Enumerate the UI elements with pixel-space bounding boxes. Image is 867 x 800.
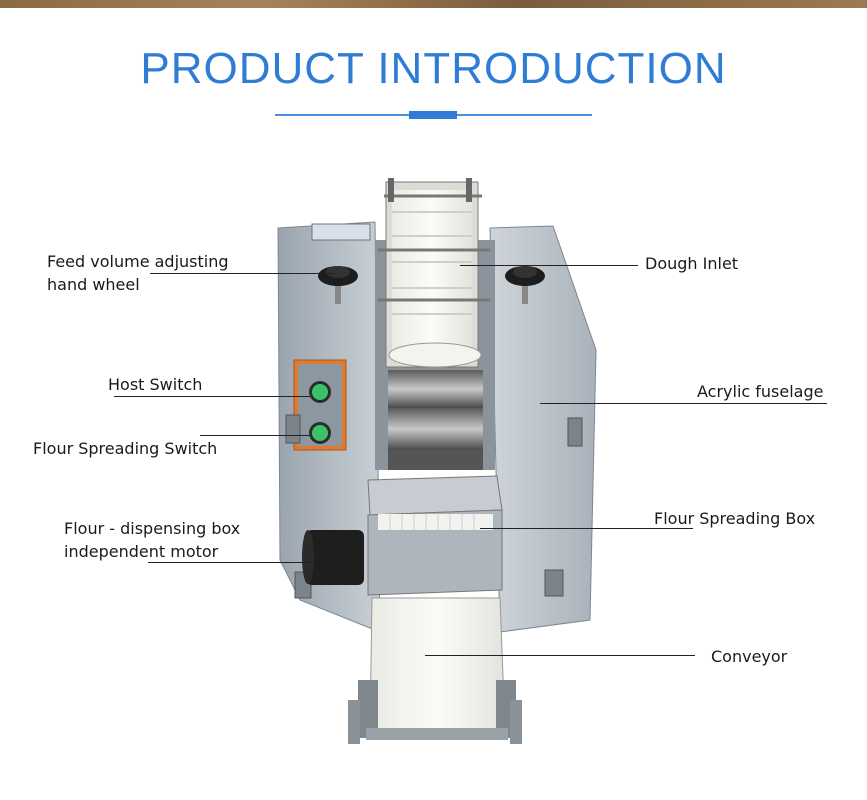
label-flour-spreading-box: Flour Spreading Box bbox=[654, 509, 816, 528]
label-host-switch: Host Switch bbox=[108, 375, 203, 394]
leader-host-switch bbox=[114, 396, 310, 397]
switch-panel bbox=[293, 359, 347, 451]
label-motor-line1: Flour - dispensing box bbox=[64, 519, 241, 538]
output-conveyor bbox=[348, 597, 522, 744]
label-motor-line2: independent motor bbox=[64, 542, 219, 561]
flour-spreading-box bbox=[367, 475, 503, 596]
leader-flour-box bbox=[480, 528, 693, 529]
dispensing-motor bbox=[302, 530, 364, 585]
leader-acrylic bbox=[540, 403, 827, 404]
label-flour-spreading-switch: Flour Spreading Switch bbox=[33, 439, 218, 458]
pressing-rollers bbox=[388, 370, 483, 470]
label-feed-wheel-line2: hand wheel bbox=[47, 275, 140, 294]
leader-flour-switch bbox=[200, 435, 310, 436]
leader-feed-wheel bbox=[150, 273, 335, 274]
leader-motor bbox=[148, 562, 313, 563]
page-title: PRODUCT INTRODUCTION bbox=[140, 44, 727, 93]
label-feed-wheel-line1: Feed volume adjusting bbox=[47, 252, 229, 271]
label-motor: Flour - dispensing box independent motor bbox=[64, 517, 240, 563]
dough-inlet-conveyor bbox=[378, 178, 490, 368]
leader-conveyor bbox=[425, 655, 695, 656]
hand-wheel-left bbox=[318, 266, 358, 304]
hand-wheel-right bbox=[505, 266, 545, 304]
label-feed-wheel: Feed volume adjusting hand wheel bbox=[47, 250, 229, 296]
leader-dough-inlet bbox=[460, 265, 638, 266]
title-underline-accent bbox=[409, 111, 457, 119]
top-wood-strip bbox=[0, 0, 867, 8]
label-acrylic-fuselage: Acrylic fuselage bbox=[697, 382, 824, 401]
label-dough-inlet: Dough Inlet bbox=[645, 254, 739, 273]
label-conveyor: Conveyor bbox=[711, 647, 788, 666]
